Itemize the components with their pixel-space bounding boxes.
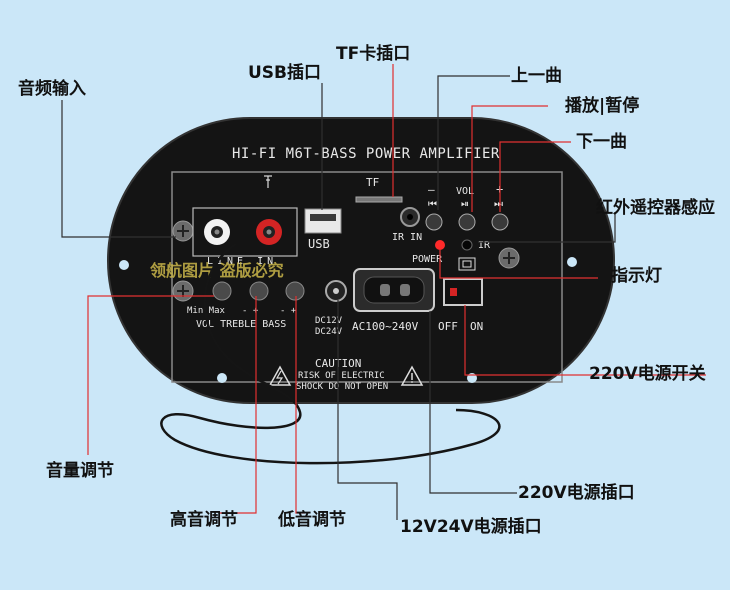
power-label: POWER [412, 254, 443, 265]
play-pause-button[interactable] [458, 213, 476, 231]
volume-knob[interactable] [212, 281, 232, 301]
callout-volume-adjust: 音量调节 [46, 461, 114, 481]
treble-signs: - + [242, 306, 259, 316]
mounting-screw-icon [172, 220, 194, 242]
warning-triangle-icon [268, 365, 292, 386]
ir-label: IR [478, 240, 491, 251]
callout-indicator-light: 指示灯 [611, 266, 662, 286]
callout-usb-port: USB插口 [248, 63, 322, 83]
mounting-hole [567, 257, 577, 267]
ir-sensor-cable [160, 242, 501, 465]
off-label: OFF [438, 320, 458, 333]
callout-ir-sensor: 红外遥控器感应 [596, 198, 715, 218]
panel-inner-frame [171, 171, 563, 383]
ir-in-label: IR IN [392, 232, 422, 243]
line-in-label: LINE IN [207, 256, 277, 267]
callout-tf-slot: TF卡插口 [336, 44, 411, 64]
ac-socket-recess [363, 276, 425, 304]
on-label: ON [470, 320, 483, 333]
next-track-icon: ⏭ [494, 199, 503, 210]
prev-track-icon: ⏮ [428, 199, 437, 210]
amplifier-panel [107, 117, 615, 404]
ir-in-jack-hole [407, 214, 413, 220]
bass-knob[interactable] [285, 281, 305, 301]
ground-antenna-icon [264, 175, 272, 188]
caution-line-2: SHOCK DO NOT OPEN [296, 382, 388, 392]
mounting-hole [217, 373, 227, 383]
line-in-frame [192, 207, 298, 257]
tf-card-slot[interactable] [355, 196, 403, 203]
prev-track-button[interactable] [425, 213, 443, 231]
play-pause-icon: ⏯ [461, 199, 469, 210]
mounting-hole [119, 260, 129, 270]
mounting-screw-icon [172, 280, 194, 302]
tf-label: TF [366, 176, 379, 189]
leader-lines [61, 64, 706, 520]
dc-power-jack-pin [333, 288, 339, 294]
ir-receiver [461, 239, 473, 251]
caution-line-1: RISK OF ELECTRIC [298, 371, 385, 381]
mounting-hole [143, 130, 153, 140]
double-insulation-icon-inner [462, 260, 472, 268]
usb-port-tongue [310, 214, 336, 221]
usb-label: USB [308, 237, 330, 251]
next-track-button[interactable] [491, 213, 509, 231]
mounting-hole [567, 130, 577, 140]
callout-12v24v-socket: 12V24V电源插口 [400, 517, 542, 537]
ac-label: AC100~240V [352, 320, 419, 333]
callout-next-track: 下一曲 [576, 132, 627, 152]
power-led [435, 240, 445, 250]
vol-minus-label: — [428, 183, 435, 196]
callout-prev-track: 上一曲 [511, 66, 562, 86]
rocker-switch-marker [450, 288, 457, 296]
rca-jack-red[interactable] [256, 219, 282, 245]
panel-title: HI-FI M6T-BASS POWER AMPLIFIER [232, 146, 500, 162]
callout-treble-adjust: 高音调节 [170, 510, 238, 530]
dc-label-2: DC24V [315, 327, 343, 337]
treble-knob[interactable] [249, 281, 269, 301]
callout-bass-adjust: 低音调节 [278, 510, 346, 530]
warning-triangle-icon [400, 365, 424, 386]
watermark: 领航图片 盗版必究 [150, 261, 284, 280]
callout-audio-input: 音频输入 [18, 79, 86, 99]
callout-220v-socket: 220V电源插口 [518, 483, 635, 503]
ac-socket-pin [380, 284, 390, 296]
rca-jack-white[interactable] [204, 219, 230, 245]
bass-signs: - + [280, 306, 297, 316]
callout-220v-switch: 220V电源开关 [589, 364, 706, 384]
double-insulation-icon [458, 257, 476, 271]
ac-socket-pin [400, 284, 410, 296]
vol-label: VOL [456, 186, 474, 197]
dc-label-1: DC12V [315, 316, 343, 326]
callout-play-pause: 播放|暂停 [565, 96, 640, 116]
mounting-screw-icon [498, 247, 520, 269]
rocker-switch[interactable] [443, 278, 483, 306]
knob-labels: VOL TREBLE BASS [196, 319, 286, 330]
